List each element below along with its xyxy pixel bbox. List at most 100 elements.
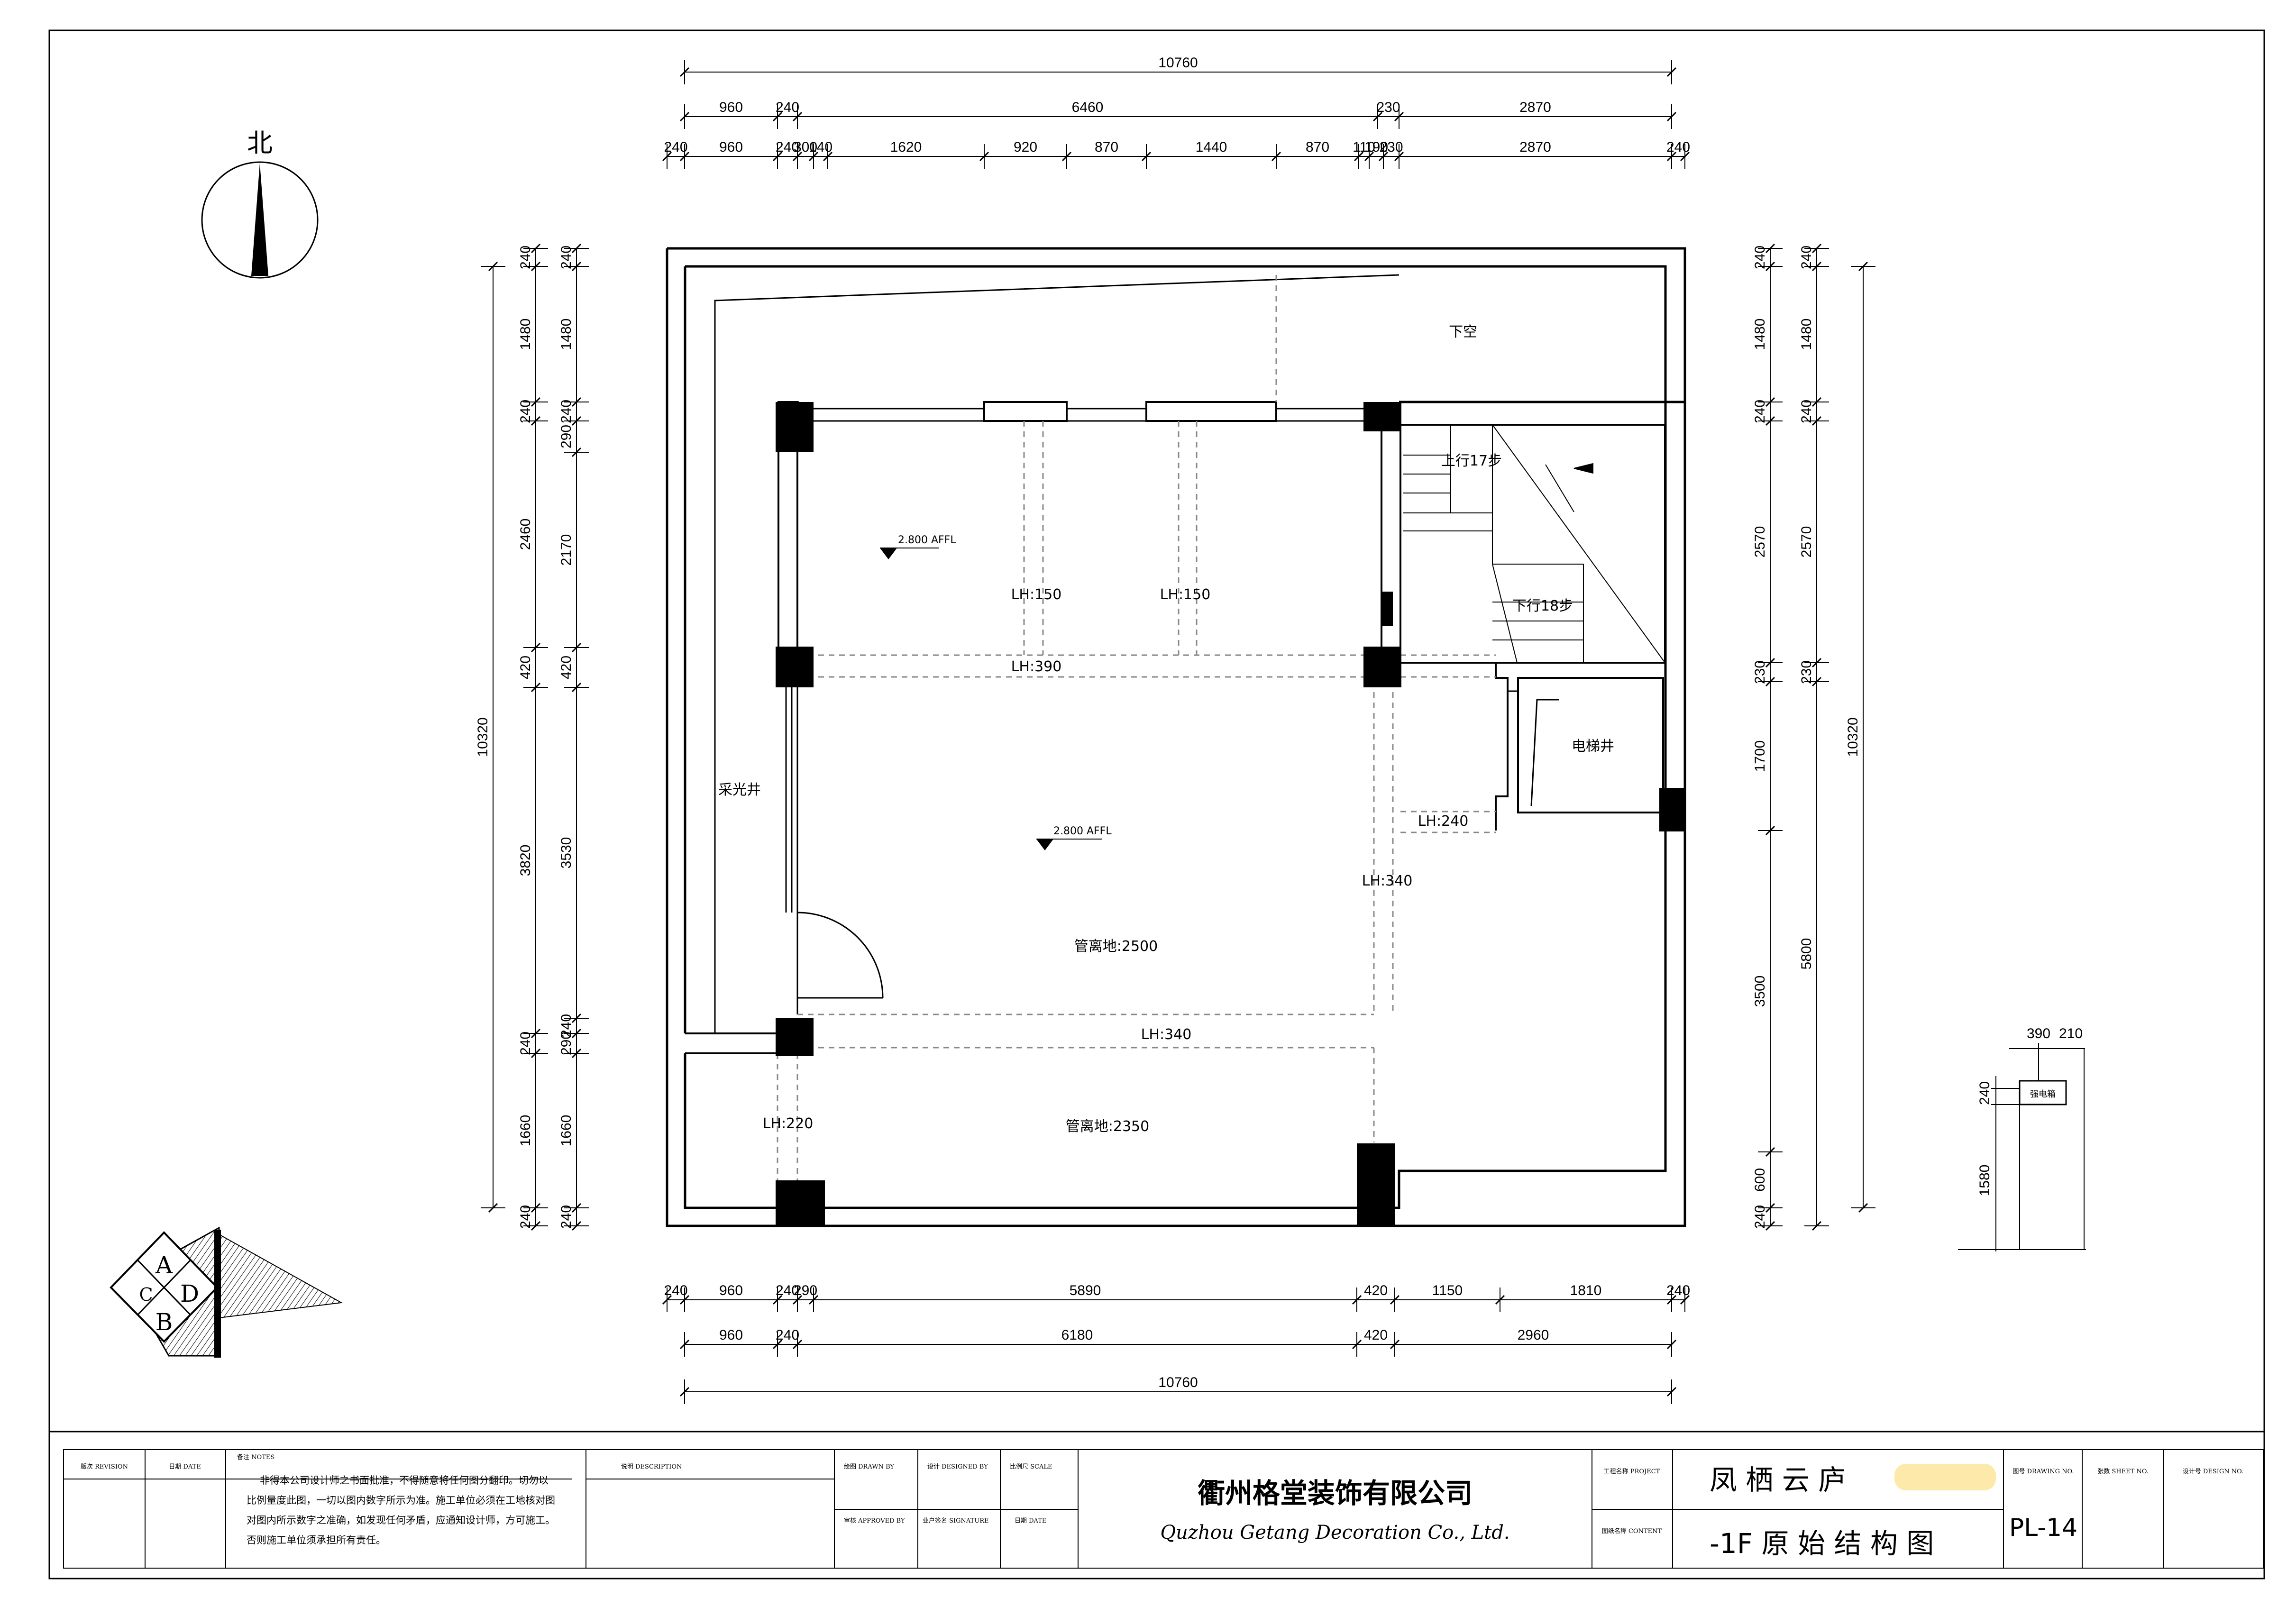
dim-top-detail-label: 960 [719,139,743,155]
dim-left-inner-label: 240 [558,1205,574,1229]
dim-right-inner-label: 240 [1752,400,1768,423]
notes-line-1: 非得本公司设计师之书面批准，不得随意将任何图分翻印。切勿以 [260,1475,549,1486]
dim-top-mid-label: 6460 [1072,100,1104,115]
beam-lh-240: LH:240 [1418,813,1469,830]
elevation-upper-text: 2.800 AFFL [898,534,956,546]
dim-right-outer-tick [1811,261,1822,272]
dim-right-inner-label: 230 [1752,660,1768,684]
revision-label: 版次 REVISION [81,1463,128,1470]
dim-left-outer-tick [531,1221,541,1231]
dim-left-outer-label: 240 [518,246,533,269]
dim-top-mid-label: 960 [719,100,743,115]
dim-right-outer-label: 230 [1799,660,1814,684]
dim-left-outer-tick [531,1028,541,1039]
dim-right-inner-label: 240 [1752,1205,1768,1229]
sheet-border [48,29,2265,1580]
dim-top-detail-tick [808,151,819,162]
dim-top-mid-tick [1666,111,1677,122]
dim-right-outer-label: 1480 [1799,319,1814,350]
dim-left-inner-label: 240 [558,246,574,269]
dim-right-outer-tick [1811,243,1822,254]
columns [776,402,1685,1226]
dim-bottom-detail-tick [808,1295,819,1305]
dim-right-inner-tick [1765,657,1775,668]
dim-top-detail-tick [679,151,690,162]
dim-left-inner-label: 240 [558,1014,574,1038]
dim-right-outer-tick [1811,397,1822,407]
dim-right-outer-tick [1811,416,1822,426]
dim-bottom-detail-label: 420 [1364,1283,1388,1298]
dim-right-inner-label: 3500 [1752,976,1768,1007]
dim-left-inner-tick [571,1028,582,1039]
dim-left-outer-label: 2460 [518,519,533,550]
dim-right-inner-label: 1700 [1752,740,1768,772]
dim-right-inner-tick [1765,1147,1775,1157]
dim-bottom-mid-label: 960 [719,1327,743,1343]
dim-right-outer-tick [1811,657,1822,668]
building [666,247,1686,1227]
dim-bottom-detail-label: 5890 [1070,1283,1101,1298]
dim-top-detail-label: 870 [1306,139,1329,155]
elevation-marker-upper: 2.800 AFFL [880,534,956,559]
dim-top-detail-label: 1440 [1196,139,1227,155]
index-letter-b: B [156,1308,173,1336]
dim-left-inner-tick [571,1221,582,1231]
drawn-by-label: 绘图 DRAWN BY [844,1463,894,1470]
approved-by-label: 审核 APPROVED BY [844,1517,905,1525]
dim-bottom-mid-tick [1666,1339,1677,1350]
dim-bottom-detail-label: 290 [794,1283,817,1298]
dim-top-mid-tick [792,111,803,122]
dim-top-detail-tick [1680,151,1690,162]
dim-bottom-mid-label: 2960 [1518,1327,1549,1343]
date-label: 日期 DATE [169,1463,201,1470]
title-block [63,1449,2264,1569]
dim-top-mid-tick [1372,111,1383,122]
detail-dim-240: 240 [1977,1081,1993,1105]
dim-bottom-overall-label: 10760 [1158,1375,1198,1390]
dim-top-mid-tick [679,111,690,122]
electric-box-label: 强电箱 [2030,1089,2056,1099]
signature-label: 业户签名 SIGNATURE [923,1517,989,1525]
dim-bottom-detail-tick [1680,1295,1690,1305]
notes-line-4: 否则施工单位须承担所有责任。 [247,1534,386,1546]
stair-down-label: 下行18步 [1512,598,1573,614]
beam-lh-340-vertical: LH:340 [1362,873,1413,889]
dim-top-detail-tick [1378,151,1389,162]
drawing-name-label: 图纸名称 CONTENT [1602,1527,1662,1535]
dim-left-overall-label: 10320 [475,717,491,757]
dim-top-detail-tick [1364,151,1374,162]
skylight-label: 采光井 [718,782,761,798]
dim-top-detail-label: 300 [794,139,817,155]
dim-left-outer-tick [531,682,541,693]
beam-lines [777,275,1496,1185]
dim-right-inner-label: 600 [1752,1168,1768,1192]
dim-left-overall-tick [488,261,498,272]
dim-left-outer-tick [531,1048,541,1059]
dim-bottom-detail-label: 1150 [1432,1283,1463,1298]
elevator-label: 电梯井 [1572,738,1614,755]
date2-label: 日期 DATE [1015,1517,1046,1525]
designed-by-label: 设计 DESIGNED BY [927,1463,988,1470]
dim-bottom-detail-label: 1810 [1570,1283,1602,1298]
dim-top-detail-label: 190 [1364,139,1388,155]
dim-top-detail-tick [1271,151,1281,162]
dim-left-overall-tick [488,1203,498,1213]
dim-bottom-detail-label: 240 [1666,1283,1690,1298]
dim-top-mid-label: 240 [776,100,799,115]
void-label: 下空 [1449,324,1477,340]
dim-right-overall-tick [1858,1203,1868,1213]
dim-right-inner-tick [1765,1221,1775,1231]
stairs [1403,424,1665,663]
beam-lh-220: LH:220 [763,1115,814,1132]
dim-top-mid-tick [772,111,783,122]
dim-top-mid-tick [1394,111,1404,122]
dim-right-inner-label: 2570 [1752,526,1768,558]
dim-right-inner-label: 240 [1752,246,1768,269]
dim-top-overall-tick [1666,67,1677,77]
dim-right-outer-tick [1811,676,1822,687]
dim-right-outer-label: 240 [1799,246,1814,269]
design-no-label: 设计号 DESIGN NO. [2183,1468,2243,1475]
dim-left-outer-label: 240 [518,1205,533,1229]
dim-right-outer-label: 240 [1799,400,1814,423]
dim-left-inner-tick [571,1203,582,1213]
